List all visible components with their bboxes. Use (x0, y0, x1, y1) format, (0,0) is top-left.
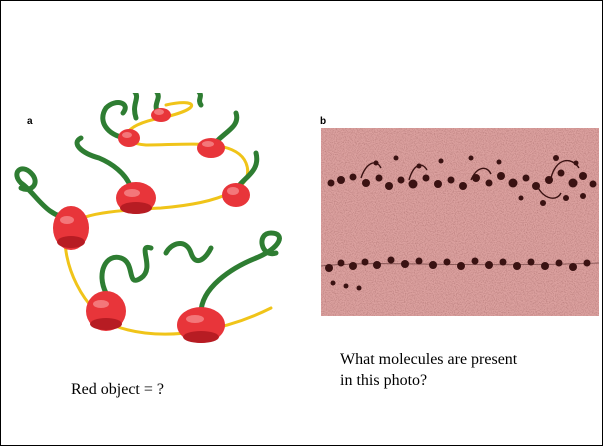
peptide-chain (199, 93, 201, 105)
caption-right-line1: What molecules are present (340, 349, 517, 370)
panel-b-label: b (320, 116, 326, 127)
ribosome (177, 307, 225, 343)
ribosome (86, 291, 126, 331)
peptide-chain (77, 138, 131, 188)
ribosome (53, 206, 89, 250)
peptide-chain (134, 93, 137, 118)
peptide-chain (201, 233, 279, 313)
ribosome (222, 183, 250, 207)
peptide-chain (166, 244, 211, 261)
ribosome (116, 182, 156, 214)
electron-micrograph (321, 128, 599, 316)
ribosome (151, 108, 171, 122)
peptide-chain (102, 247, 151, 293)
ribosome (197, 138, 225, 158)
caption-left: Red object = ? (71, 379, 164, 400)
ribosome (118, 129, 140, 147)
ribosome-group (53, 108, 250, 343)
caption-right-line2: in this photo? (340, 370, 427, 391)
polysome-illustration (11, 93, 301, 358)
